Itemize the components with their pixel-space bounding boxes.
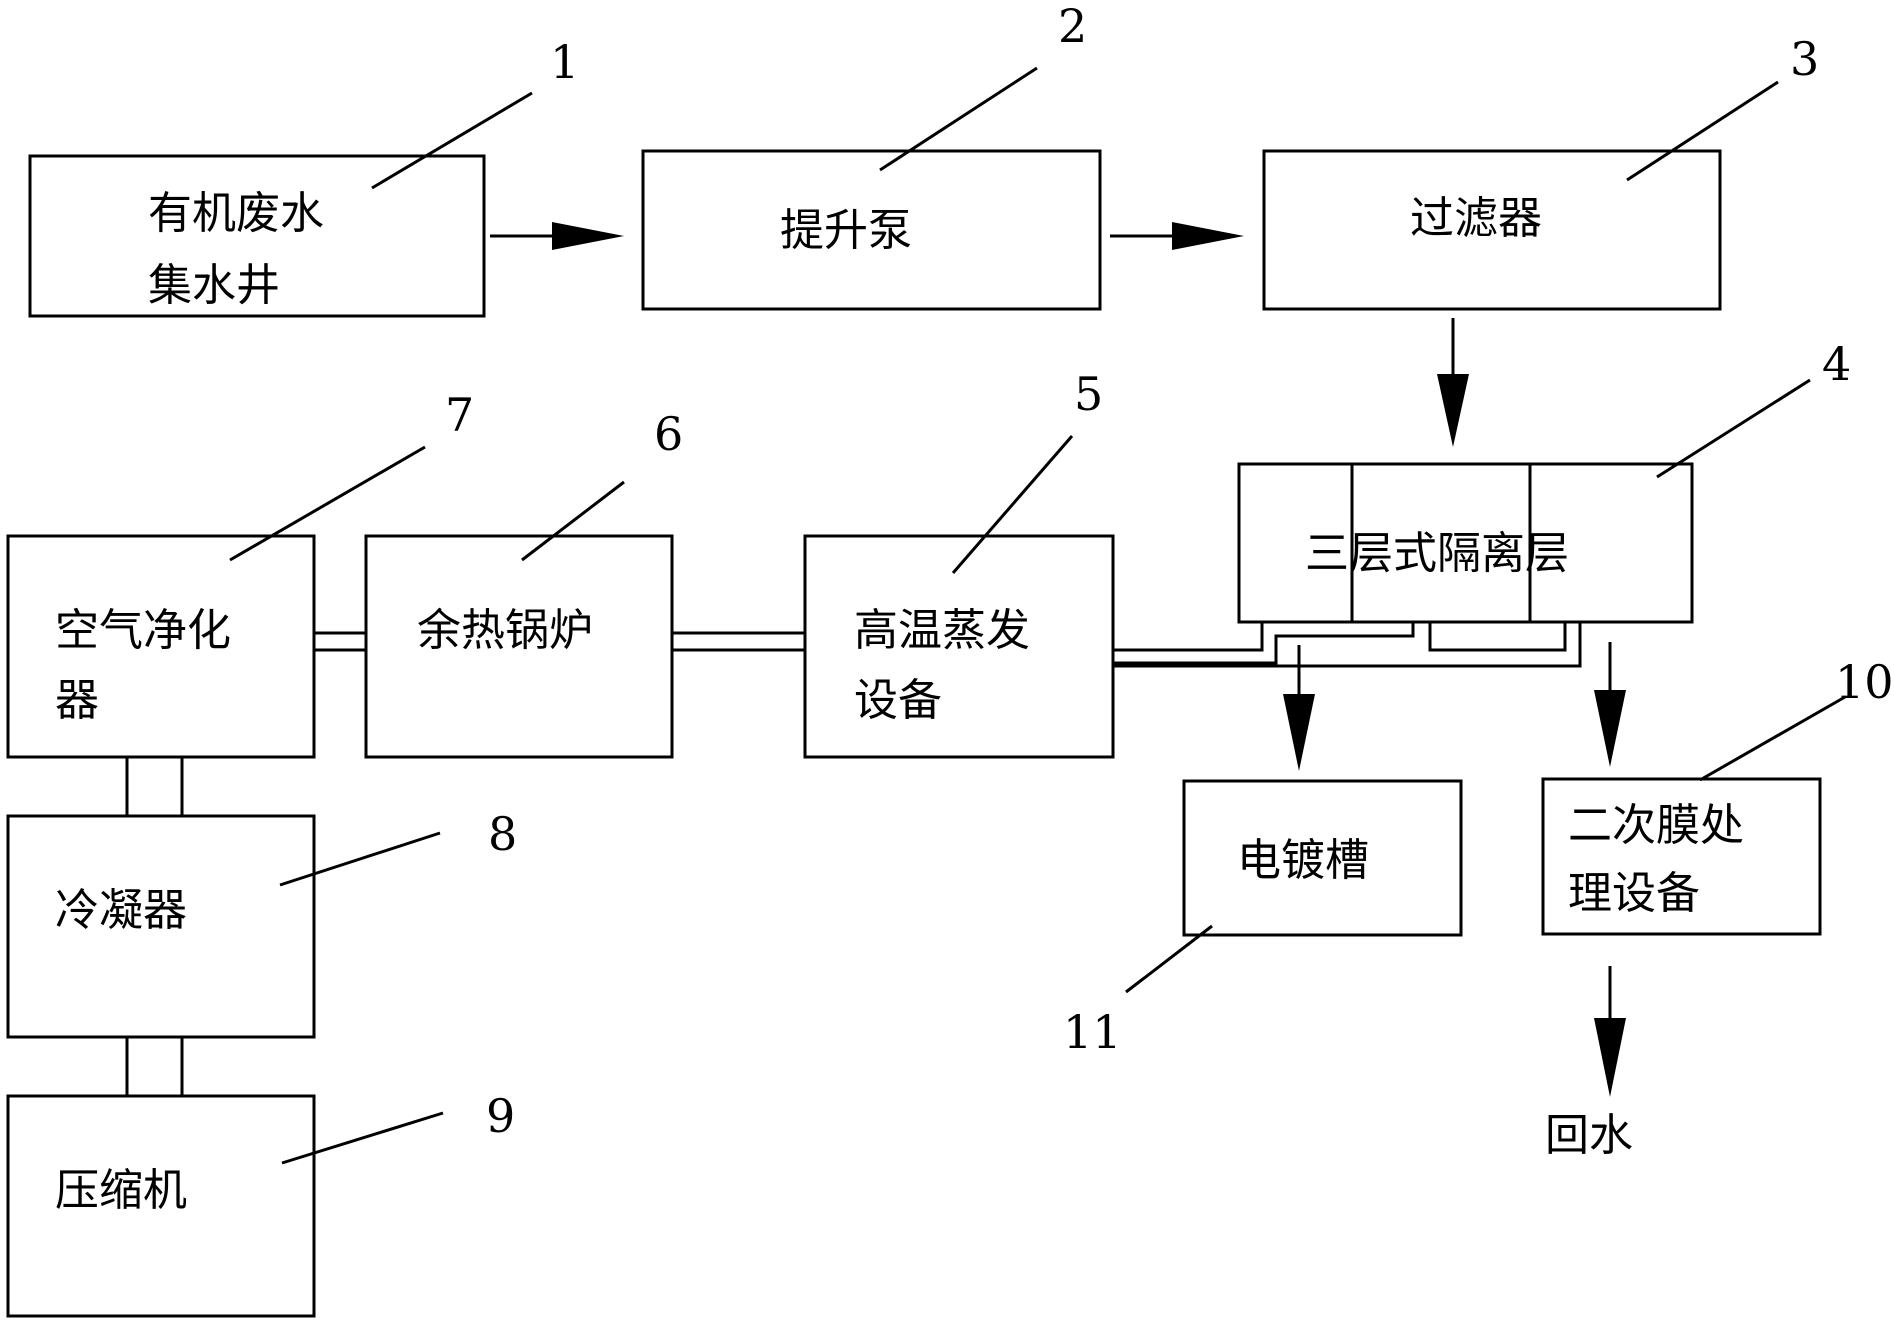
box-wastewater-well	[28, 154, 486, 318]
label-membrane-2: 理设备	[1568, 868, 1700, 919]
box-lift-pump	[641, 149, 1102, 311]
ref-number-2: 2	[1058, 0, 1087, 53]
ref-number-5: 5	[1074, 367, 1103, 421]
label-isolation-layer: 三层式隔离层	[1305, 528, 1569, 579]
arrow-filter-to-isolation	[1437, 318, 1469, 447]
box-air-purifier	[6, 534, 316, 759]
label-plating-tank: 电镀槽	[1237, 835, 1369, 886]
leader-6	[521, 480, 625, 562]
box-evaporation-equipment	[803, 534, 1115, 759]
label-air-purifier-1: 空气净化	[55, 605, 231, 656]
leader-3	[1626, 80, 1779, 182]
label-wastewater-well-1: 有机废水	[148, 188, 324, 239]
label-waste-heat-boiler: 余热锅炉	[417, 605, 593, 656]
ref-number-10: 10	[1835, 655, 1894, 709]
box-condenser	[6, 814, 316, 1039]
label-wastewater-well-2: 集水井	[148, 260, 280, 311]
box-filter	[1262, 149, 1722, 311]
box-waste-heat-boiler	[364, 534, 674, 759]
label-compressor: 压缩机	[55, 1165, 187, 1216]
leader-1	[371, 91, 533, 190]
ref-number-6: 6	[654, 407, 683, 461]
label-air-purifier-2: 器	[55, 675, 99, 726]
leader-lines	[229, 66, 1846, 1165]
leader-5	[951, 435, 1074, 574]
pipe-condenser-to-compressor	[125, 1037, 184, 1096]
leader-7	[229, 445, 426, 562]
box-plating-tank	[1182, 779, 1463, 937]
leader-11	[1125, 924, 1213, 994]
ref-number-11: 11	[1063, 1005, 1122, 1059]
box-compressor	[6, 1094, 316, 1318]
box-isolation-layer	[1237, 462, 1694, 624]
pipe-boiler-to-evaporation	[672, 631, 805, 652]
leader-8	[279, 831, 441, 887]
pipe-purifier-to-boiler	[314, 631, 366, 652]
label-evaporation-1: 高温蒸发	[854, 605, 1030, 656]
arrow-pump-to-filter	[1110, 222, 1244, 250]
ref-number-3: 3	[1790, 32, 1819, 86]
label-filter: 过滤器	[1410, 193, 1542, 244]
box-membrane-equipment	[1541, 777, 1822, 936]
arrow-membrane-to-return	[1594, 966, 1626, 1097]
leader-9	[281, 1111, 444, 1165]
leader-10	[1699, 695, 1846, 782]
leader-4	[1656, 378, 1811, 479]
arrow-isolation-to-membrane	[1594, 642, 1626, 767]
pipe-evaporation-to-isolation	[1113, 622, 1582, 668]
label-return-water: 回水	[1545, 1110, 1633, 1161]
ref-number-1: 1	[550, 35, 579, 89]
label-membrane-1: 二次膜处	[1568, 800, 1744, 851]
arrow-well-to-pump	[490, 222, 624, 250]
ref-number-7: 7	[445, 388, 474, 442]
ref-number-4: 4	[1822, 337, 1851, 391]
ref-number-8: 8	[488, 807, 517, 861]
arrow-isolation-to-plating	[1283, 645, 1315, 771]
label-condenser: 冷凝器	[55, 885, 187, 936]
ref-number-9: 9	[486, 1089, 515, 1143]
label-evaporation-2: 设备	[854, 675, 942, 726]
label-lift-pump: 提升泵	[780, 205, 912, 256]
pipe-purifier-to-condenser	[125, 757, 184, 816]
leader-2	[879, 66, 1038, 172]
